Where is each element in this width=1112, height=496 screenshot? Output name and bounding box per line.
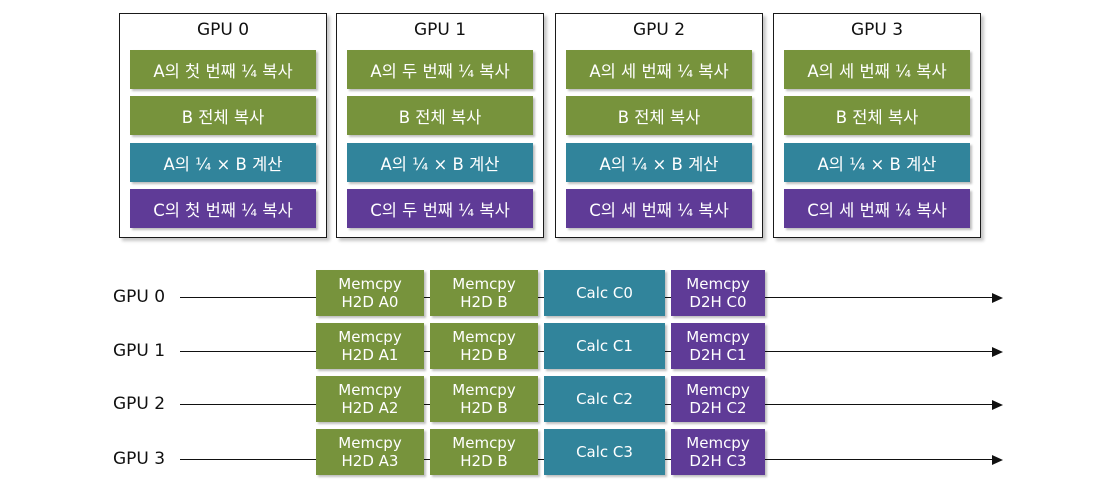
gpu-panel-2: GPU 2 A의 세 번째 ¼ 복사 B 전체 복사 A의 ¼ × B 계산 C… — [555, 13, 763, 238]
timeline-row-label: GPU 1 — [113, 341, 166, 361]
block-h2d-b: Memcpy H2D B — [430, 270, 538, 316]
timeline-row-label: GPU 2 — [113, 394, 166, 414]
block-line: Memcpy — [338, 381, 402, 399]
block-line: D2H C3 — [689, 452, 747, 470]
task-copy-b: B 전체 복사 — [347, 96, 533, 135]
arrow-head-icon — [992, 347, 1003, 357]
block-line: Calc C1 — [576, 337, 633, 355]
block-calc: Calc C1 — [544, 323, 665, 369]
task-copy-b: B 전체 복사 — [130, 96, 316, 135]
block-line: H2D B — [460, 452, 508, 470]
block-line: D2H C2 — [689, 399, 747, 417]
block-d2h-c: Memcpy D2H C2 — [671, 376, 765, 422]
block-line: Memcpy — [338, 328, 402, 346]
block-line: Calc C2 — [576, 390, 633, 408]
block-line: Memcpy — [452, 328, 516, 346]
arrow-head-icon — [992, 455, 1003, 465]
gpu-panel-1: GPU 1 A의 두 번째 ¼ 복사 B 전체 복사 A의 ¼ × B 계산 C… — [336, 13, 544, 238]
block-line: Memcpy — [338, 275, 402, 293]
block-h2d-a: Memcpy H2D A3 — [316, 429, 424, 475]
block-line: H2D B — [460, 293, 508, 311]
block-line: H2D B — [460, 346, 508, 364]
block-h2d-b: Memcpy H2D B — [430, 429, 538, 475]
block-line: Memcpy — [452, 381, 516, 399]
task-copy-a-part: A의 세 번째 ¼ 복사 — [784, 50, 970, 89]
task-copy-c-part: C의 세 번째 ¼ 복사 — [566, 189, 752, 228]
task-copy-a-part: A의 두 번째 ¼ 복사 — [347, 50, 533, 89]
block-line: Memcpy — [686, 328, 750, 346]
block-calc: Calc C2 — [544, 376, 665, 422]
block-calc: Calc C3 — [544, 429, 665, 475]
gpu-title: GPU 0 — [196, 20, 250, 40]
block-line: Calc C3 — [576, 443, 633, 461]
block-line: Memcpy — [686, 381, 750, 399]
arrow-head-icon — [992, 400, 1003, 410]
task-copy-b: B 전체 복사 — [784, 96, 970, 135]
gpu-title: GPU 3 — [850, 20, 904, 40]
block-line: Memcpy — [452, 275, 516, 293]
block-h2d-b: Memcpy H2D B — [430, 376, 538, 422]
task-compute: A의 ¼ × B 계산 — [566, 143, 752, 182]
gpu-title: GPU 1 — [413, 20, 467, 40]
task-compute: A의 ¼ × B 계산 — [784, 143, 970, 182]
block-line: H2D A0 — [341, 293, 399, 311]
task-copy-c-part: C의 두 번째 ¼ 복사 — [347, 189, 533, 228]
block-line: H2D B — [460, 399, 508, 417]
block-line: Memcpy — [338, 434, 402, 452]
block-line: H2D A1 — [341, 346, 399, 364]
block-line: Memcpy — [686, 275, 750, 293]
task-compute: A의 ¼ × B 계산 — [347, 143, 533, 182]
task-copy-c-part: C의 첫 번째 ¼ 복사 — [130, 189, 316, 228]
block-d2h-c: Memcpy D2H C3 — [671, 429, 765, 475]
timeline-row-label: GPU 0 — [113, 287, 166, 307]
block-line: D2H C0 — [689, 293, 747, 311]
block-d2h-c: Memcpy D2H C0 — [671, 270, 765, 316]
task-copy-c-part: C의 세 번째 ¼ 복사 — [784, 189, 970, 228]
block-d2h-c: Memcpy D2H C1 — [671, 323, 765, 369]
gpu-panel-3: GPU 3 A의 세 번째 ¼ 복사 B 전체 복사 A의 ¼ × B 계산 C… — [773, 13, 981, 238]
task-copy-a-part: A의 첫 번째 ¼ 복사 — [130, 50, 316, 89]
timeline-row-label: GPU 3 — [113, 449, 166, 469]
gpu-panel-0: GPU 0 A의 첫 번째 ¼ 복사 B 전체 복사 A의 ¼ × B 계산 C… — [119, 13, 327, 238]
block-line: Memcpy — [452, 434, 516, 452]
gpu-title: GPU 2 — [632, 20, 686, 40]
block-line: H2D A2 — [341, 399, 399, 417]
block-calc: Calc C0 — [544, 270, 665, 316]
block-h2d-a: Memcpy H2D A2 — [316, 376, 424, 422]
task-copy-a-part: A의 세 번째 ¼ 복사 — [566, 50, 752, 89]
block-line: D2H C1 — [689, 346, 747, 364]
block-h2d-a: Memcpy H2D A1 — [316, 323, 424, 369]
block-line: H2D A3 — [341, 452, 399, 470]
block-h2d-b: Memcpy H2D B — [430, 323, 538, 369]
arrow-head-icon — [992, 293, 1003, 303]
block-h2d-a: Memcpy H2D A0 — [316, 270, 424, 316]
block-line: Memcpy — [686, 434, 750, 452]
block-line: Calc C0 — [576, 284, 633, 302]
task-compute: A의 ¼ × B 계산 — [130, 143, 316, 182]
task-copy-b: B 전체 복사 — [566, 96, 752, 135]
